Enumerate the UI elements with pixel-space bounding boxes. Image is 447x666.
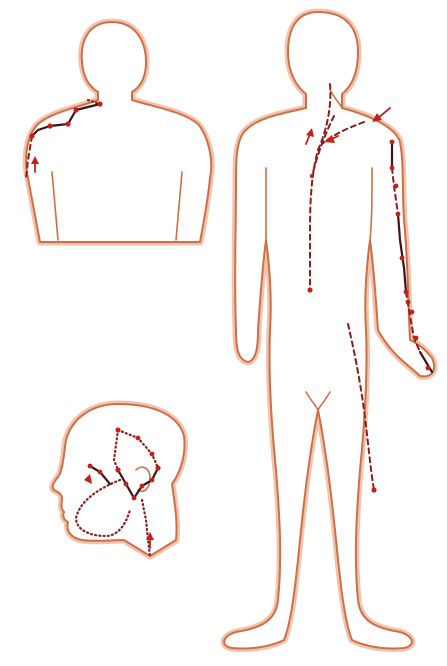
- acupoint: [394, 184, 399, 189]
- acupoint: [140, 484, 145, 489]
- flow-direction-arrow-icon: [372, 108, 390, 122]
- acupoint: [307, 287, 312, 292]
- acupoint: [97, 101, 102, 106]
- acupoint: [73, 107, 78, 112]
- acupoint: [88, 464, 93, 469]
- acupoint: [404, 290, 409, 295]
- acupoint: [155, 465, 160, 470]
- head-side-view: [53, 404, 185, 556]
- acupoint: [400, 256, 405, 261]
- acupoint: [414, 336, 419, 341]
- acupoint: [115, 427, 120, 432]
- acupoint: [65, 121, 70, 126]
- acupoint: [47, 123, 52, 128]
- acupoint: [132, 496, 137, 501]
- full-body-front-view: [224, 12, 434, 649]
- acupoint: [396, 212, 401, 217]
- acupoint: [150, 452, 155, 457]
- acupoint: [29, 133, 34, 138]
- acupoint: [310, 174, 314, 178]
- acupoint: [124, 482, 129, 487]
- acupoint: [390, 166, 395, 171]
- acupoint: [426, 366, 431, 371]
- acupoint: [410, 310, 415, 315]
- acupoint: [371, 487, 376, 492]
- acupoint: [150, 478, 155, 483]
- acupoint: [390, 140, 395, 145]
- acupoint: [98, 470, 103, 475]
- upper-back-view: [26, 22, 211, 242]
- acupoint: [406, 300, 411, 305]
- acupoint: [115, 467, 120, 472]
- back-silhouette: [26, 22, 211, 242]
- acupoint: [136, 436, 141, 441]
